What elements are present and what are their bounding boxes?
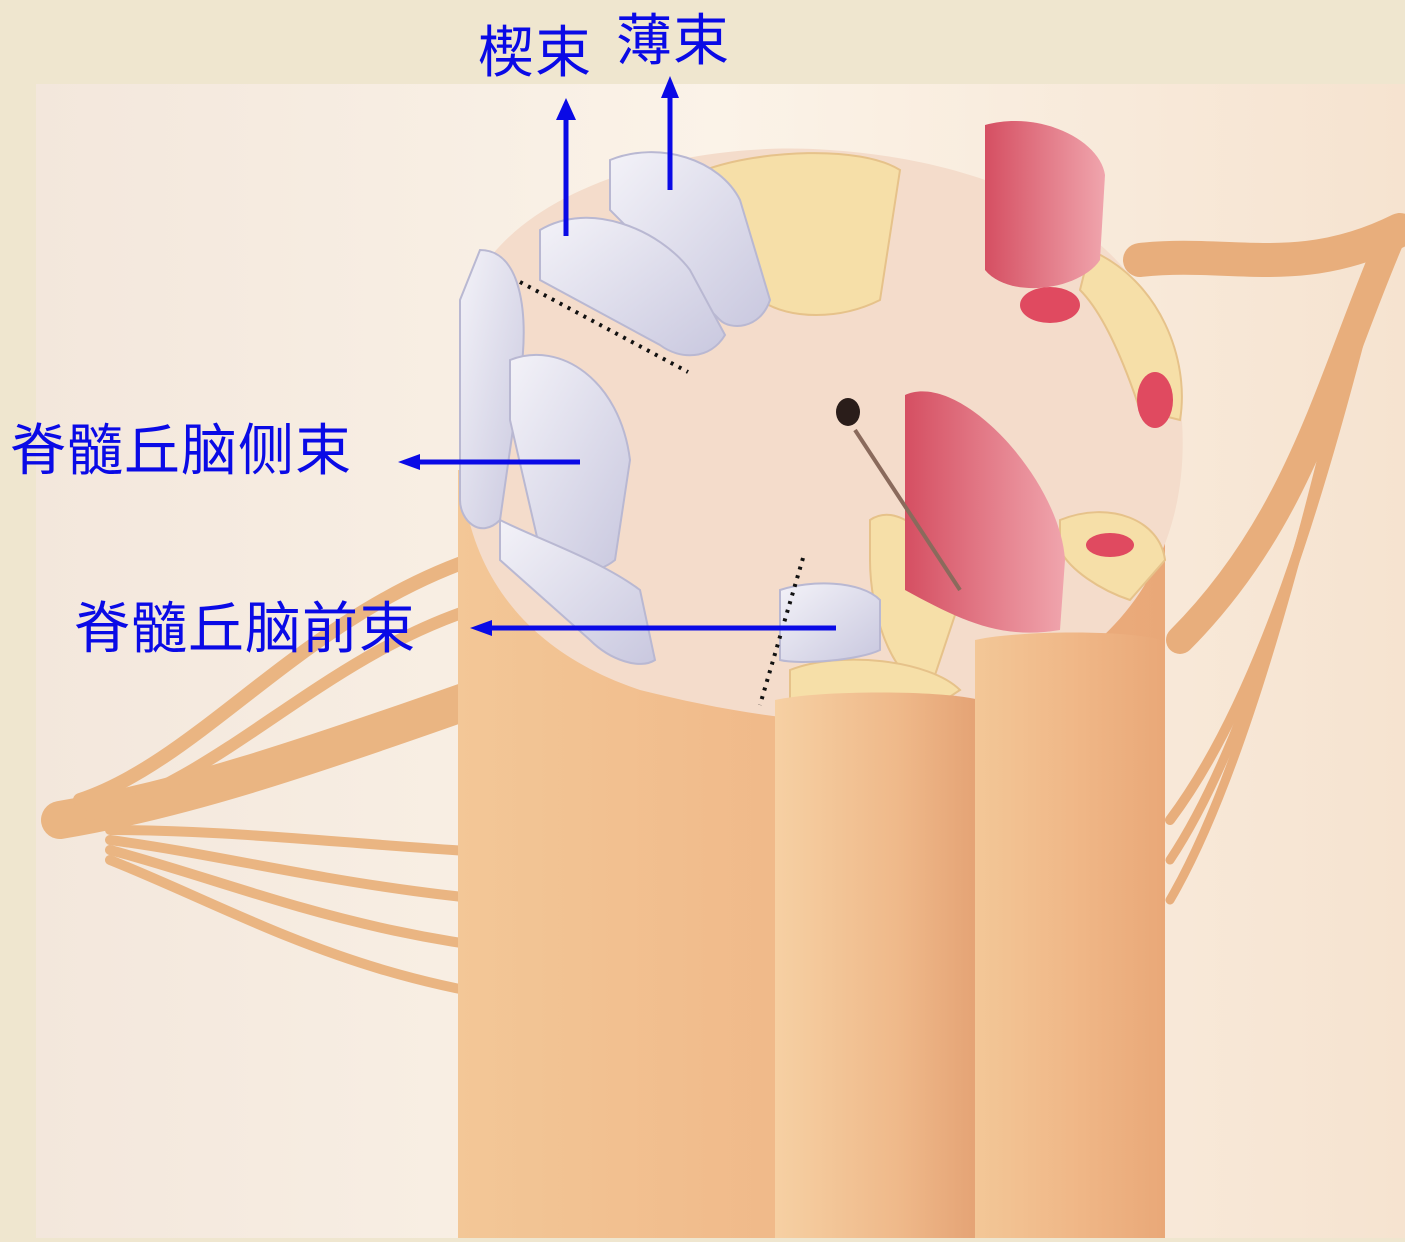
- dorsal-column-tracts: [539, 151, 772, 357]
- label-anterior-spinothalamic: 脊髓丘脑前束: [74, 597, 416, 662]
- front-column-left: [775, 692, 980, 1238]
- arrow-up-icon: [556, 98, 576, 120]
- label-gracilis: 薄束: [616, 9, 730, 74]
- arrow-up-icon: [661, 76, 679, 98]
- right-nerve-roots: [1123, 213, 1405, 905]
- central-canal: [836, 398, 860, 426]
- anterior-tract: [779, 582, 881, 663]
- label-lateral-spinothalamic: 脊髓丘脑侧束: [10, 419, 352, 484]
- red-motor-tracts: [905, 121, 1173, 633]
- arrows: [398, 76, 836, 636]
- arrow-left-icon: [470, 620, 492, 636]
- label-cuneate: 楔束: [478, 21, 592, 86]
- front-column-right: [975, 632, 1165, 1238]
- arrow-left-icon: [398, 454, 420, 470]
- dotted-divider-ventral: [758, 557, 805, 706]
- anterior-fissure: [853, 428, 962, 592]
